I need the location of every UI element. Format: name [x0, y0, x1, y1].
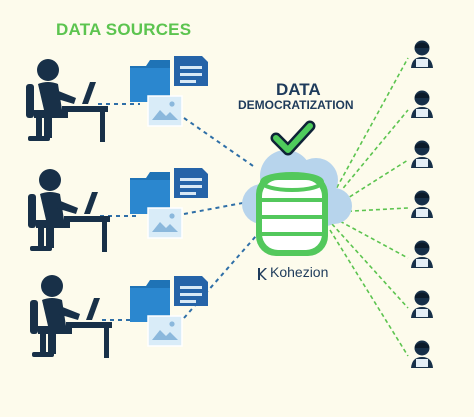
connector-user-6: [331, 223, 409, 309]
connector-user-7: [329, 229, 409, 357]
folder-document-image-icon: [129, 55, 209, 127]
connector-source-2: [183, 201, 249, 215]
user-icon: [411, 140, 433, 168]
connector-user-4: [333, 207, 409, 213]
connector-user-2: [329, 109, 409, 205]
connector-source-1: [183, 117, 257, 169]
user-icon: [411, 190, 433, 218]
checkmark-icon: [270, 120, 316, 156]
person-at-desk-icon: [26, 59, 108, 142]
connector-user-1: [329, 57, 409, 201]
user-icon: [411, 290, 433, 318]
user-icon: [411, 240, 433, 268]
person-at-desk-icon: [28, 169, 110, 252]
connector-user-5: [333, 217, 409, 259]
user-icon: [411, 340, 433, 368]
brand-name: Kohezion: [270, 264, 329, 280]
data-sources-heading: DATA SOURCES: [56, 20, 192, 39]
kohezion-logo-icon: [258, 268, 267, 280]
user-icon: [411, 40, 433, 68]
user-icon: [411, 90, 433, 118]
data-democratization-heading-line1: DATA: [276, 80, 321, 99]
folder-document-image-icon: [129, 275, 209, 347]
folder-document-image-icon: [129, 167, 209, 239]
person-at-desk-icon: [30, 275, 112, 358]
database-icon: [256, 172, 328, 256]
data-democratization-heading-line2: DEMOCRATIZATION: [238, 98, 354, 112]
